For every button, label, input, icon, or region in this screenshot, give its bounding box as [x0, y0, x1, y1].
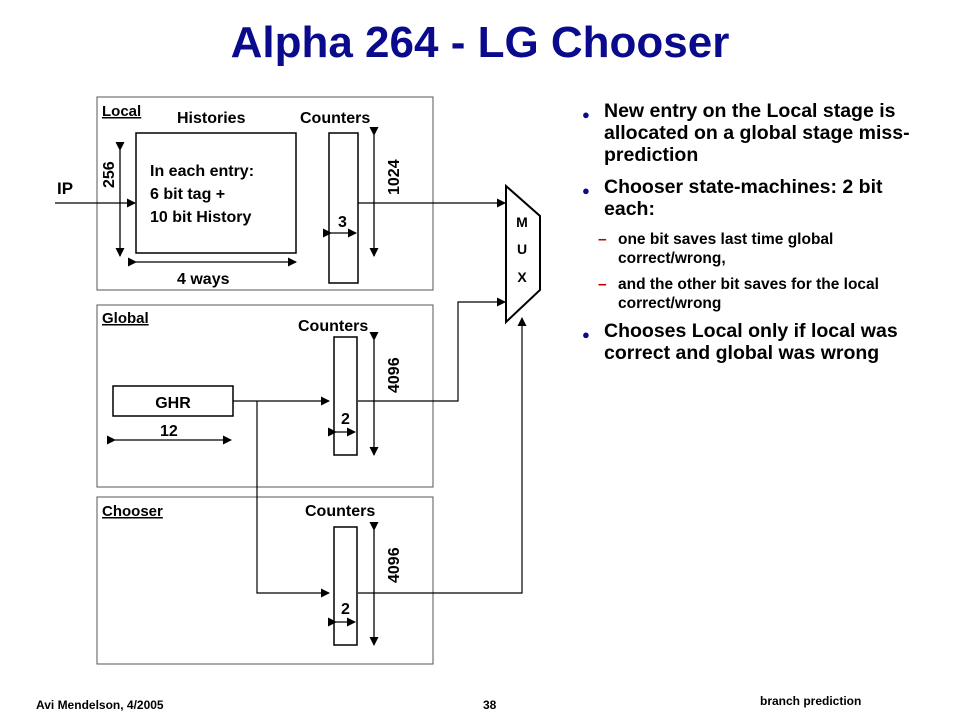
bullet-item: ● Chooser state-machines: 2 bit each:: [578, 176, 928, 220]
local-stage-label: Local: [102, 103, 141, 120]
dash-icon: –: [598, 231, 607, 248]
mux-letter-u: U: [517, 241, 527, 257]
history-table: [135, 132, 297, 254]
mux: M U X: [505, 183, 541, 325]
history-entry-line-1: In each entry:: [150, 163, 254, 180]
footer-topic: branch prediction: [760, 694, 862, 708]
dash-icon: –: [598, 276, 607, 293]
local-counter-entries: 1024: [386, 159, 403, 195]
local-counter-table: [328, 132, 359, 284]
local-counter-bits: 3: [338, 214, 347, 231]
bullet-item: ● New entry on the Local stage is alloca…: [578, 100, 928, 166]
slide-title: Alpha 264 - LG Chooser: [230, 18, 730, 67]
chooser-counter-bits: 2: [341, 601, 350, 618]
chooser-counters-label: Counters: [305, 503, 375, 520]
ghr-label: GHR: [155, 395, 191, 412]
mux-letter-x: X: [517, 269, 527, 285]
chooser-stage-box: [96, 496, 434, 665]
chooser-counter-to-mux-wire: [358, 317, 527, 594]
global-stage: Global Counters GHR 12 2 4096: [96, 304, 434, 488]
wires: [233, 198, 527, 598]
local-counters-label: Counters: [300, 110, 370, 127]
sub-bullet-text: one bit saves last time global correct/w…: [618, 231, 834, 267]
bullet-item: ● Chooses Local only if local was correc…: [578, 320, 928, 364]
chooser-counter-table: [333, 526, 358, 646]
local-stage: Local Histories Counters In each entry: …: [96, 96, 434, 291]
ghr-to-chooser-counter-wire: [256, 401, 330, 598]
sub-bullet-item: – one bit saves last time global correct…: [578, 230, 928, 268]
chooser-counter-entries: 4096: [386, 547, 403, 583]
bullet-dot-icon: ●: [582, 183, 590, 198]
global-stage-label: Global: [102, 310, 149, 327]
footer-author: Avi Mendelson, 4/2005: [36, 698, 164, 712]
global-counter-bits: 2: [341, 411, 350, 428]
global-counter-table: [333, 336, 358, 456]
history-entry-line-3: 10 bit History: [150, 209, 251, 226]
bullet-text: New entry on the Local stage is allocate…: [604, 100, 910, 166]
chooser-stage-label: Chooser: [102, 503, 163, 520]
global-counters-label: Counters: [298, 318, 368, 335]
chooser-stage: Chooser Counters 2 4096: [96, 496, 434, 665]
bullet-text: Chooser state-machines: 2 bit each:: [604, 176, 883, 220]
history-entry-line-2: 6 bit tag +: [150, 186, 225, 203]
global-stage-box: [96, 304, 434, 488]
history-entries-count: 256: [101, 161, 118, 188]
ways-label: 4 ways: [177, 271, 230, 288]
ghr-bits-label: 12: [160, 423, 178, 440]
bullet-text: Chooses Local only if local was correct …: [604, 320, 898, 364]
sub-bullet-item: – and the other bit saves for the local …: [578, 275, 928, 313]
ghr-register: [112, 385, 234, 417]
global-counter-entries: 4096: [386, 357, 403, 393]
histories-label: Histories: [177, 110, 246, 127]
ip-label: IP: [57, 179, 73, 198]
footer-page-number: 38: [483, 698, 497, 712]
global-counter-to-mux-wire: [358, 297, 506, 402]
local-stage-box: [96, 96, 434, 291]
bullet-dot-icon: ●: [582, 327, 590, 342]
bullet-dot-icon: ●: [582, 107, 590, 122]
mux-letter-m: M: [516, 214, 528, 230]
mux-shape: [505, 183, 541, 325]
sub-bullet-text: and the other bit saves for the local co…: [618, 276, 879, 312]
bullet-list: ● New entry on the Local stage is alloca…: [578, 100, 928, 374]
